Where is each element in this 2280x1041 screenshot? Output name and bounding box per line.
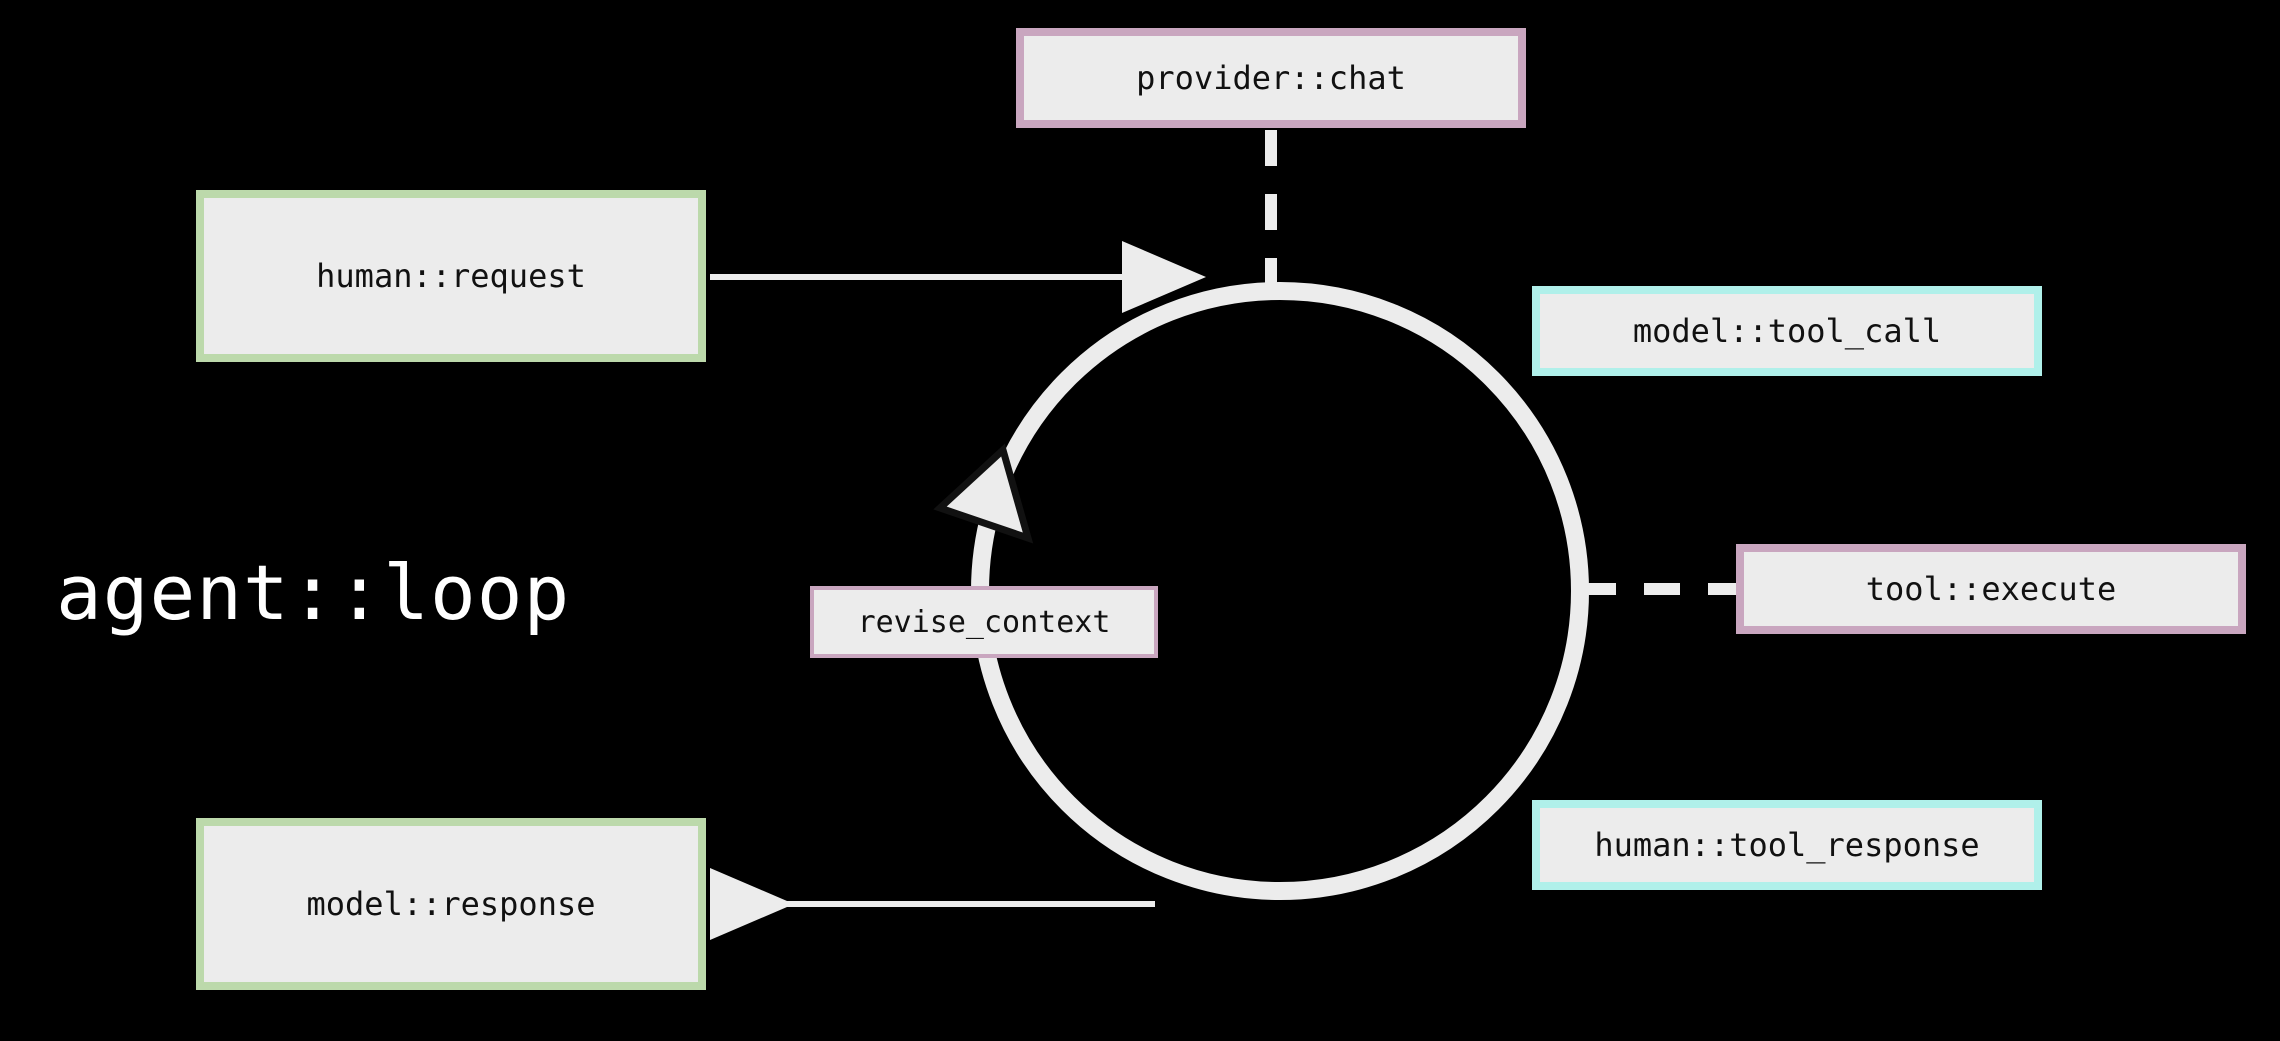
node-model-tool-call[interactable]: model::tool_call — [1532, 286, 2042, 376]
node-tool-execute-label: tool::execute — [1865, 570, 2117, 608]
node-model-response[interactable]: model::response — [196, 818, 706, 990]
node-revise-context[interactable]: revise_context — [810, 586, 1158, 658]
node-human-request-label: human::request — [316, 257, 586, 295]
node-model-response-label: model::response — [306, 885, 596, 923]
node-human-request[interactable]: human::request — [196, 190, 706, 362]
node-model-tool-call-label: model::tool_call — [1632, 312, 1942, 350]
node-provider-chat[interactable]: provider::chat — [1016, 28, 1526, 128]
loop-arrowhead-icon — [933, 443, 1034, 544]
node-human-tool-response[interactable]: human::tool_response — [1532, 800, 2042, 890]
page-title: agent::loop — [56, 548, 571, 637]
node-provider-chat-label: provider::chat — [1136, 59, 1406, 97]
node-revise-context-label: revise_context — [857, 604, 1111, 640]
node-human-tool-response-label: human::tool_response — [1594, 826, 1980, 864]
node-tool-execute[interactable]: tool::execute — [1736, 544, 2246, 634]
